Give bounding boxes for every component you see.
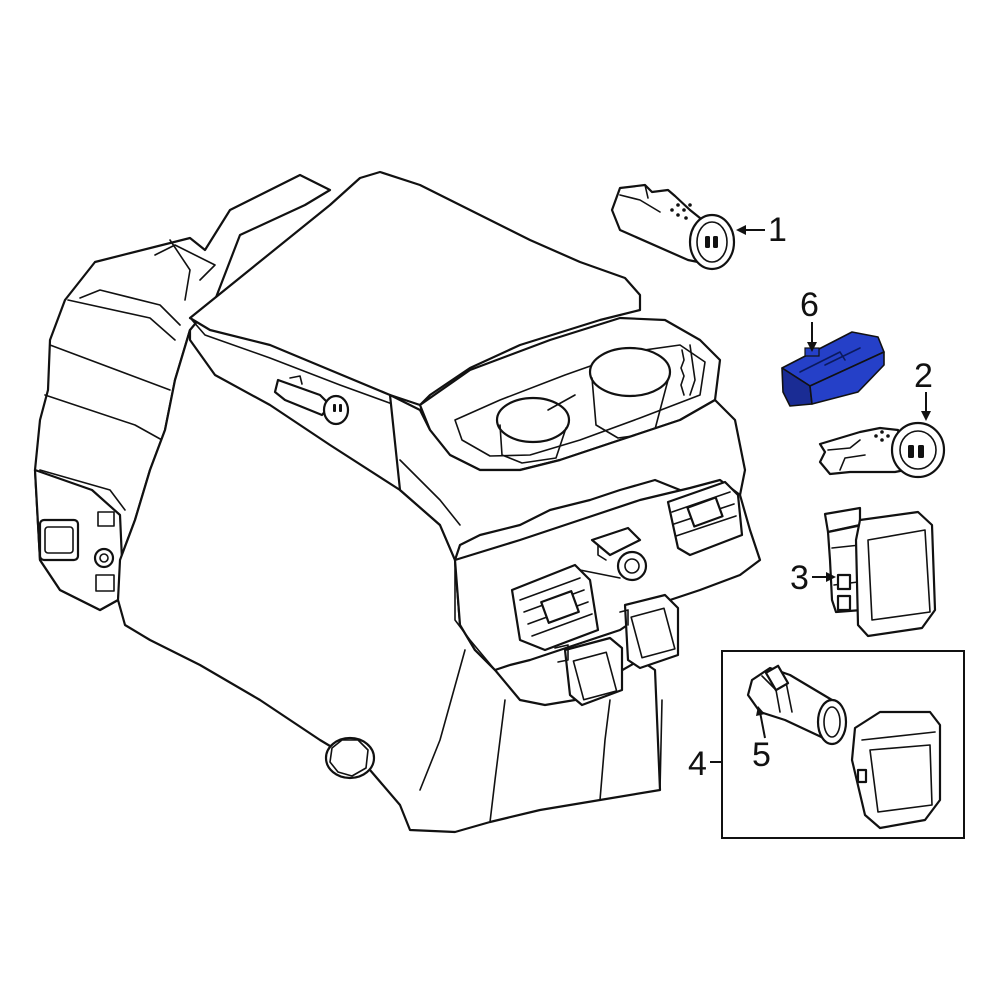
callout-2: 2 xyxy=(914,357,933,395)
callout-1: 1 xyxy=(768,211,787,249)
part-3-socket-with-cover xyxy=(823,506,937,638)
part-4-box xyxy=(721,650,965,839)
part-6-module-highlighted xyxy=(781,331,885,407)
center-console-assembly xyxy=(33,170,762,834)
callout-6: 6 xyxy=(800,286,819,324)
callout-5: 5 xyxy=(752,736,771,774)
part-1-usb-port xyxy=(610,183,736,271)
callout-leaders xyxy=(710,225,931,763)
callout-3: 3 xyxy=(790,559,809,597)
part-5-lighter-socket xyxy=(746,664,848,746)
part-2-usb-port xyxy=(818,421,946,479)
callout-4: 4 xyxy=(688,745,707,783)
